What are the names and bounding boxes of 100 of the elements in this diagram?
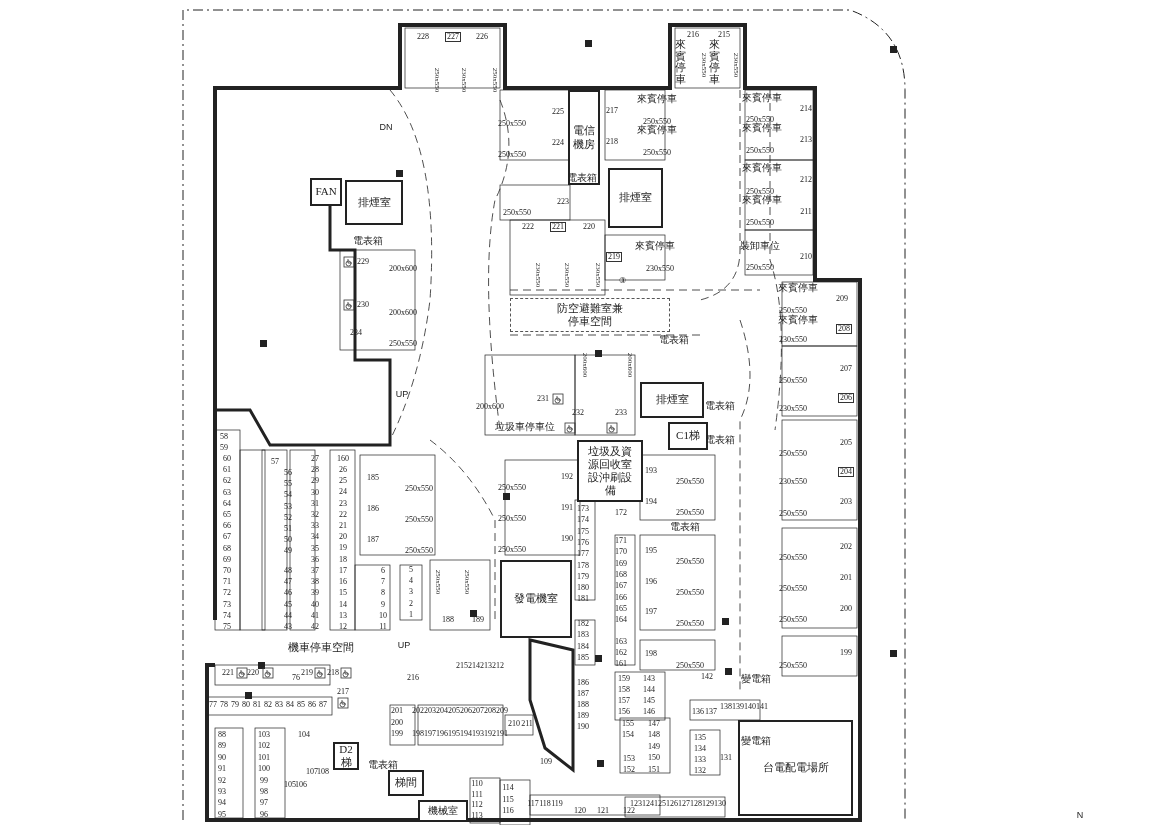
dimension-text: 250x550 xyxy=(498,151,526,159)
stall-number: 39 xyxy=(311,589,319,598)
note-text: 電表箱 xyxy=(368,760,398,770)
stall-number: 214 xyxy=(468,662,480,670)
stall-number: 208 xyxy=(484,707,496,715)
stall-number: 114 xyxy=(502,784,514,792)
stall-number: 79 xyxy=(231,701,239,709)
stall-number: 199 xyxy=(391,730,403,738)
stall-number: 1 xyxy=(409,610,413,619)
stall-number: 70 xyxy=(223,567,231,575)
stall-number: 189 xyxy=(577,712,589,720)
dimension-text: 200x600 xyxy=(389,309,417,317)
stall-number: 7 xyxy=(381,578,385,587)
room-box xyxy=(333,742,359,770)
stall-number: 53 xyxy=(284,502,292,511)
stall-number: 193 xyxy=(472,730,484,738)
stall-number: 162 xyxy=(615,649,627,658)
stall-number: 112 xyxy=(471,801,483,810)
stall-number: 160 xyxy=(337,455,349,463)
stall-number: 135 xyxy=(694,734,706,742)
stall-number: 204 xyxy=(436,707,448,715)
stall-number: 37 xyxy=(311,567,319,575)
stall-number: 76 xyxy=(292,674,300,682)
stall-number: 118 xyxy=(539,800,551,808)
dimension-text: 250x550 xyxy=(389,340,417,348)
dimension-text: 250x550 xyxy=(779,510,807,518)
stall-number: 146 xyxy=(643,708,655,716)
stall-number: 24 xyxy=(339,488,347,497)
stall-number: 193 xyxy=(645,467,657,475)
note-text: 電表箱 xyxy=(659,335,689,345)
room-box xyxy=(608,168,663,228)
stall-number: 63 xyxy=(223,488,231,497)
direction-mark: UP xyxy=(395,389,409,399)
stall-number: 36 xyxy=(311,555,319,564)
stall-number: 90 xyxy=(218,753,226,762)
stall-number: 105 xyxy=(284,781,296,789)
stall-number: 207 xyxy=(840,365,852,373)
stall-number: 38 xyxy=(311,578,319,587)
stall-number: 194 xyxy=(645,498,657,506)
dimension-text: 250x550 xyxy=(676,478,704,486)
dimension-text: 250x550 xyxy=(676,558,704,566)
stall-number: 199 xyxy=(840,649,852,657)
stall-number: 34 xyxy=(311,533,319,542)
stall-number: 185 xyxy=(367,474,379,482)
stall-number: 228 xyxy=(417,33,429,41)
stall-note: 來賓停車 xyxy=(778,315,818,325)
stall-number: 116 xyxy=(502,807,514,815)
stall-number: 45 xyxy=(284,600,292,609)
stall-number: 159 xyxy=(618,675,630,683)
stall-number: 43 xyxy=(284,623,292,631)
stall-number: 33 xyxy=(311,522,319,531)
stall-number: 202 xyxy=(840,543,852,551)
stall-note: 來賓停車 xyxy=(637,94,677,104)
stall-number: 143 xyxy=(643,675,655,683)
stall-number: 191 xyxy=(561,504,573,512)
stall-number: 217 xyxy=(337,688,349,696)
dimension-text: 250x550 xyxy=(405,485,433,493)
stall-number: 113 xyxy=(471,812,483,821)
stall-number: 69 xyxy=(223,555,231,564)
dimension-text: 250x550 xyxy=(498,515,526,523)
note-text: 變電箱 xyxy=(741,674,771,684)
stall-number: 73 xyxy=(223,600,231,609)
stall-number: 208 xyxy=(836,324,852,334)
stall-number: 13 xyxy=(339,611,347,620)
stall-number: 68 xyxy=(223,544,231,553)
stall-number: 223 xyxy=(557,198,569,206)
stall-number: 4 xyxy=(409,577,413,586)
room-box xyxy=(640,382,704,418)
stall-number: 66 xyxy=(223,522,231,531)
stall-number: 83 xyxy=(275,701,283,709)
room-box xyxy=(310,178,342,206)
stall-number: 171 xyxy=(615,537,627,545)
stall-number: 188 xyxy=(442,616,454,624)
stall-number: 222 xyxy=(522,223,534,231)
room-box xyxy=(345,180,403,225)
room-name: 排煙室 xyxy=(357,195,391,210)
room-box xyxy=(418,800,468,822)
stall-number: 140 xyxy=(744,703,756,711)
stall-number: 220 xyxy=(583,223,595,231)
circled-number: ③ xyxy=(618,277,626,285)
stall-number: 82 xyxy=(264,701,272,709)
stall-number: 141 xyxy=(756,703,768,711)
stall-number: 150 xyxy=(648,754,660,762)
stall-number: 180 xyxy=(577,584,589,593)
dimension-text: 250x550 xyxy=(643,149,671,157)
stall-number: 226 xyxy=(476,33,488,41)
stall-number: 50 xyxy=(284,536,292,545)
stall-number: 203 xyxy=(424,707,436,715)
dimension-text: 250x550 xyxy=(779,662,807,670)
stall-number: 18 xyxy=(339,555,347,564)
stall-number: 144 xyxy=(643,686,655,694)
stall-number: 204 xyxy=(838,467,854,477)
stall-number: 218 xyxy=(327,669,339,677)
stall-number: 100 xyxy=(258,765,270,774)
stall-number: 94 xyxy=(218,799,226,808)
stall-number: 61 xyxy=(223,466,231,475)
dimension-text: 250x550 xyxy=(405,547,433,555)
stall-number: 10 xyxy=(379,611,387,620)
stall-number: 221 xyxy=(550,222,566,232)
stall-number: 209 xyxy=(496,707,508,715)
